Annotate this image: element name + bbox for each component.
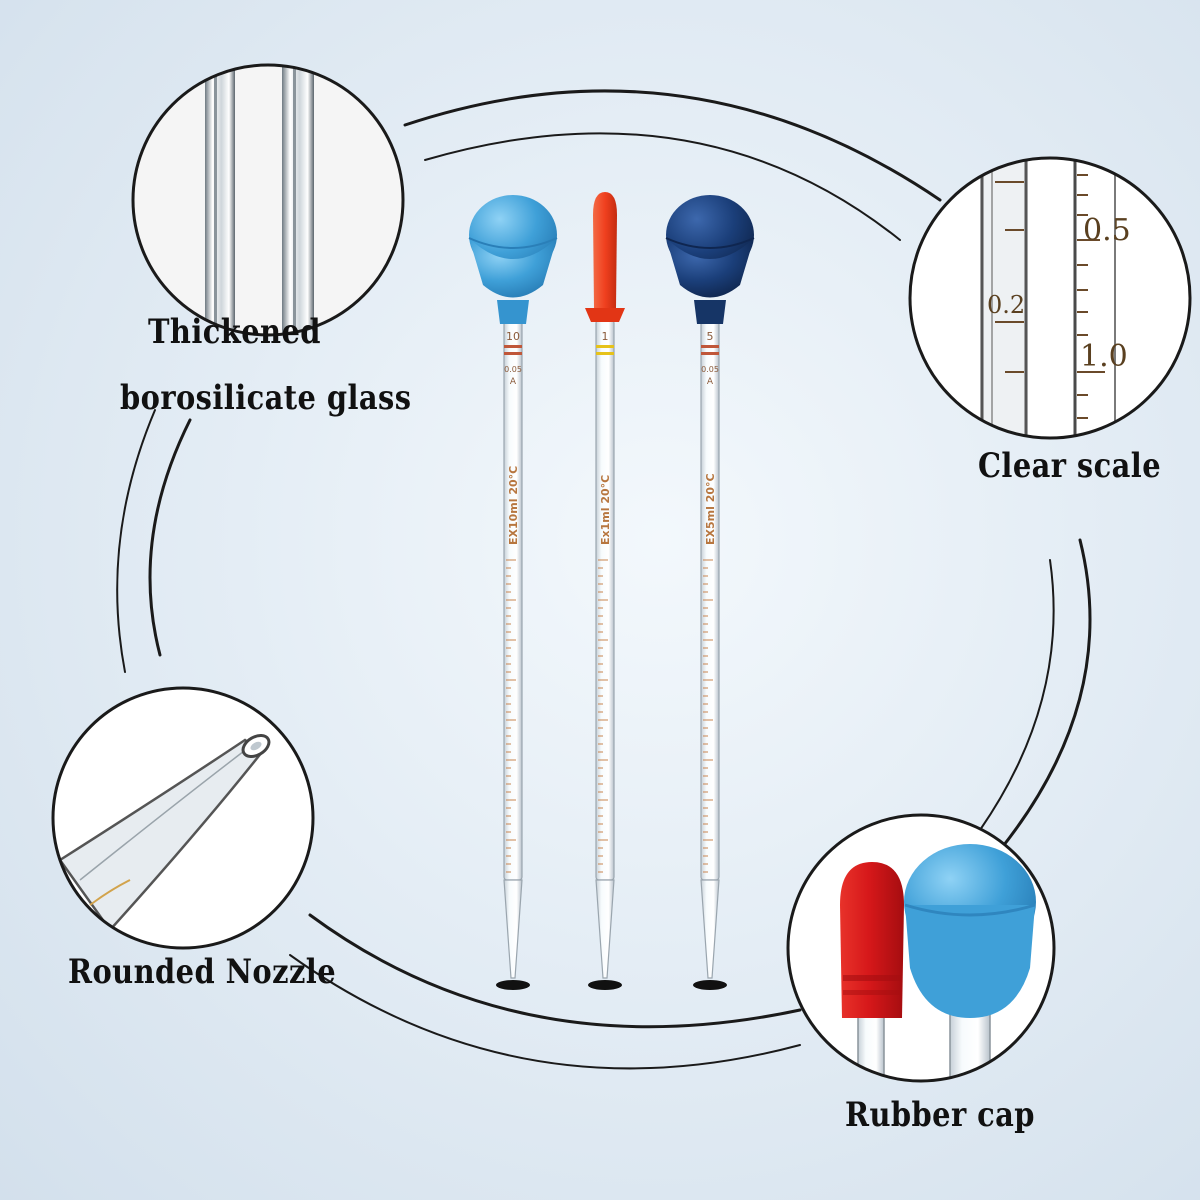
label-rounded-nozzle: Rounded Nozzle bbox=[68, 952, 337, 992]
graduation-marks bbox=[703, 559, 713, 873]
teat-flange bbox=[585, 308, 625, 322]
label-rubber-cap: Rubber cap bbox=[845, 1095, 1035, 1135]
nozzle-zoom-circle bbox=[51, 686, 315, 950]
capacity-number: 10 bbox=[506, 330, 520, 343]
scale-zoom-circle: 0.5 0.2 1.0 bbox=[908, 156, 1192, 440]
decorative-rings bbox=[116, 89, 1092, 1070]
tip-shadow bbox=[588, 980, 622, 990]
glass-taper bbox=[503, 879, 523, 979]
pipette-label: EX10ml 20°C bbox=[507, 466, 520, 545]
bulb-neck bbox=[694, 300, 726, 324]
capacity-number: 5 bbox=[707, 330, 714, 343]
scale-number-upper: 0.5 bbox=[1083, 213, 1131, 248]
rubber-cap-zoom-circle bbox=[786, 813, 1056, 1083]
bulb-seam bbox=[468, 237, 558, 249]
glass-rod-zoom-circle bbox=[131, 63, 405, 337]
label-borosilicate-glass: borosilicate glass bbox=[120, 378, 412, 418]
glass-taper bbox=[700, 879, 720, 979]
bulb-seam bbox=[665, 237, 755, 249]
class-ring bbox=[701, 345, 719, 348]
graduation-marks bbox=[506, 559, 516, 873]
bulb-skirt bbox=[469, 238, 557, 298]
pipette-label: Ex1ml 20°C bbox=[599, 475, 612, 545]
class-ring bbox=[504, 345, 522, 348]
class-letter: A bbox=[707, 377, 714, 387]
graduation-marks bbox=[598, 559, 608, 873]
red-bulb bbox=[593, 192, 617, 308]
tolerance-text: 0.05 bbox=[504, 365, 522, 374]
class-ring bbox=[504, 352, 522, 355]
scale-number-middle: 0.2 bbox=[987, 291, 1025, 319]
capacity-number: 1 bbox=[602, 330, 609, 343]
pipette-3: 5 0.05A EX5ml 20°C bbox=[665, 195, 755, 990]
pipette-label: EX5ml 20°C bbox=[704, 473, 717, 545]
bulb-skirt bbox=[666, 238, 754, 298]
label-clear-scale: Clear scale bbox=[978, 446, 1162, 486]
class-ring bbox=[596, 352, 614, 355]
tip-shadow bbox=[496, 980, 530, 990]
label-thickened: Thickened bbox=[148, 312, 321, 352]
class-letter: A bbox=[510, 377, 517, 387]
bulb-neck bbox=[497, 300, 529, 324]
pipette-1: 10 0.05A EX10ml 20°C bbox=[468, 195, 558, 990]
tip-shadow bbox=[693, 980, 727, 990]
tolerance-text: 0.05 bbox=[701, 365, 719, 374]
scale-number-lower: 1.0 bbox=[1080, 339, 1128, 374]
glass-taper bbox=[595, 879, 615, 979]
class-ring bbox=[596, 345, 614, 348]
class-ring bbox=[701, 352, 719, 355]
